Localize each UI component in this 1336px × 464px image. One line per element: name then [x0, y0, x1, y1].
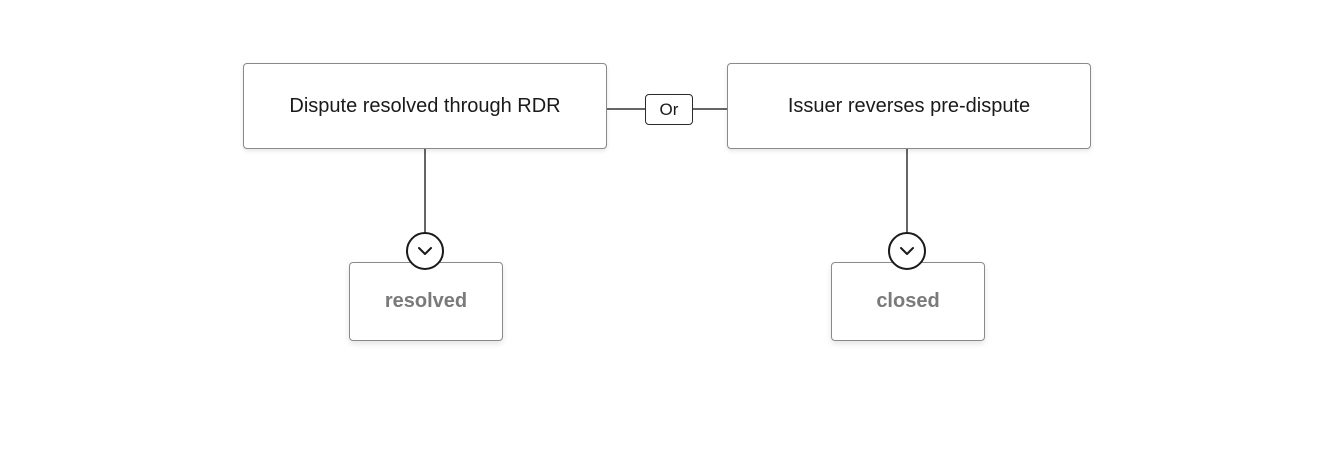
status-box-closed: closed [831, 262, 985, 341]
status-box-resolved: resolved [349, 262, 503, 341]
chevron-down-icon [406, 232, 444, 270]
chevron-down-icon [888, 232, 926, 270]
or-connector-label: Or [645, 94, 693, 125]
or-text: Or [659, 99, 679, 119]
event-label-rdr-resolution: Dispute resolved through RDR [289, 94, 561, 117]
status-label-closed: closed [876, 290, 940, 312]
event-label-issuer-reversal: Issuer reverses pre-dispute [787, 94, 1031, 117]
event-box-issuer-reversal: Issuer reverses pre-dispute [727, 63, 1091, 149]
event-box-rdr-resolution: Dispute resolved through RDR [243, 63, 607, 149]
status-label-resolved: resolved [384, 290, 468, 312]
